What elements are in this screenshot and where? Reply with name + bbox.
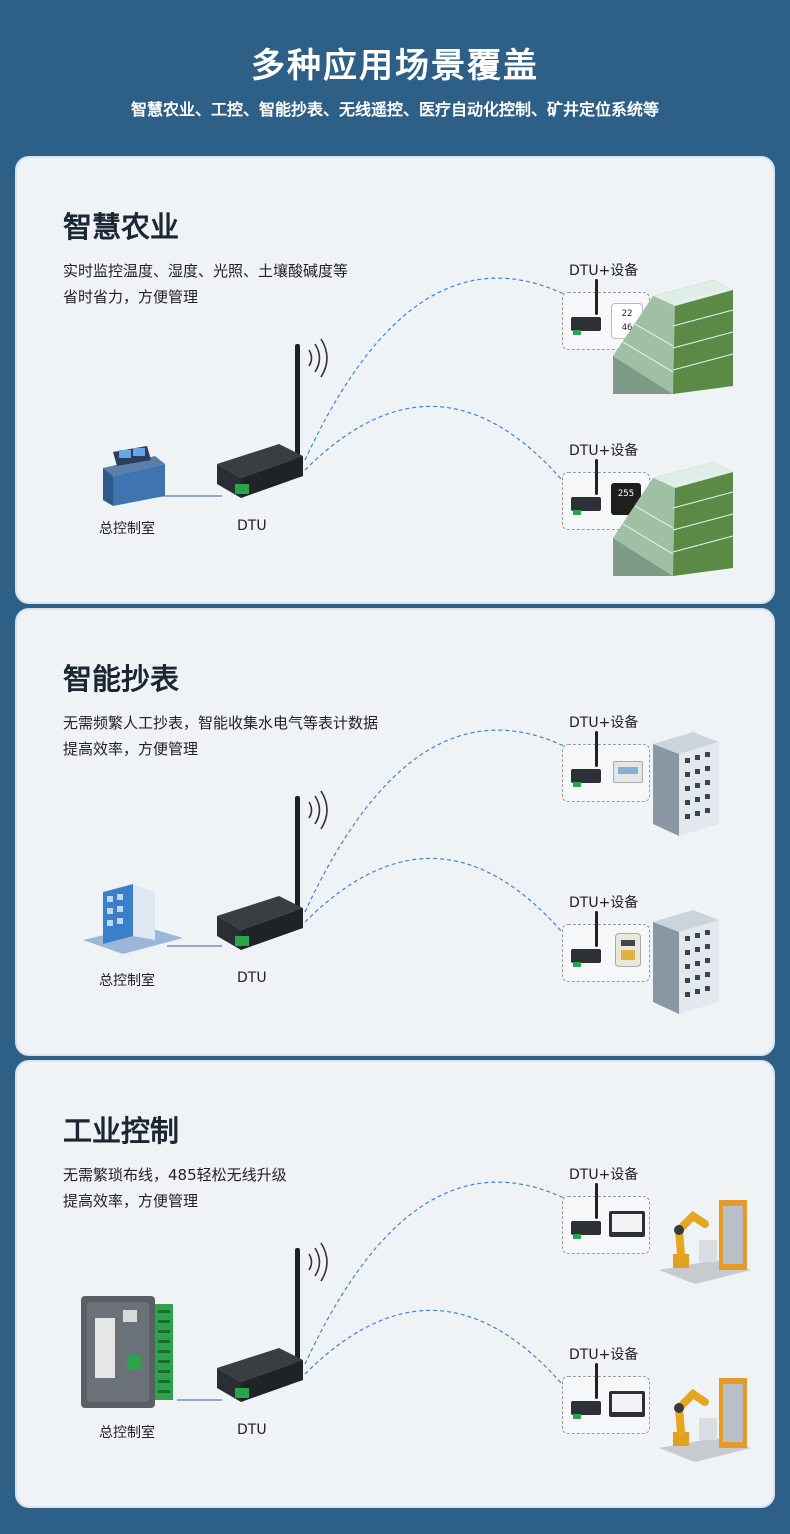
office-building-icon <box>83 878 183 954</box>
greenhouse-image-top <box>613 276 734 394</box>
control-room-label: 总控制室 <box>99 1425 155 1441</box>
wireless-links <box>159 277 573 497</box>
link-curve-top <box>304 1181 573 1365</box>
greenhouse-image-bottom <box>613 458 734 576</box>
hmi-screen-icon <box>609 1211 645 1237</box>
skyscraper-image-top <box>653 728 719 836</box>
industrial-robot-image-bottom <box>659 1372 751 1464</box>
dtu-label: DTU <box>237 1422 267 1438</box>
device-bubble-bottom <box>562 1363 650 1434</box>
desc-line-2: 省时省力，方便管理 <box>63 288 199 306</box>
card-title: 智能抄表 <box>63 662 180 696</box>
card-industrial-control: 工业控制 无需繁琐布线，485轻松无线升级 提高效率，方便管理 <box>15 1060 775 1508</box>
card-description: 无需繁琐布线，485轻松无线升级 提高效率，方便管理 <box>63 1162 287 1214</box>
control-room-label: 总控制室 <box>99 521 155 537</box>
link-curve-bottom <box>304 405 563 481</box>
device-bubble-top <box>562 1183 650 1254</box>
wireless-links <box>177 1181 573 1401</box>
desc-line-2: 提高效率，方便管理 <box>63 740 199 758</box>
skyscraper-image-bottom <box>653 906 719 1014</box>
link-curve-top <box>304 729 573 913</box>
industrial-robot-image-top <box>659 1194 751 1286</box>
dtu-label: DTU <box>237 518 267 534</box>
dtu-device-icon <box>217 796 307 956</box>
hmi-screen-icon <box>609 1391 645 1417</box>
device-label-bottom: DTU+设备 <box>569 895 639 911</box>
desc-line-1: 实时监控温度、湿度、光照、土壤酸碱度等 <box>63 262 349 280</box>
card-description: 实时监控温度、湿度、光照、土壤酸碱度等 省时省力，方便管理 <box>63 258 348 310</box>
device-label-top: DTU+设备 <box>569 263 639 279</box>
desc-line-1: 无需频繁人工抄表，智能收集水电气等表计数据 <box>63 714 379 732</box>
link-curve-top <box>304 277 573 461</box>
dtu-device-icon <box>217 344 307 504</box>
link-curve-bottom <box>304 1309 563 1385</box>
dtu-device-icon <box>217 1248 307 1408</box>
card-smart-agriculture: 智慧农业 实时监控温度、湿度、光照、土壤酸碱度等 省时省力，方便管理 <box>15 156 775 604</box>
device-label-top: DTU+设备 <box>569 1167 639 1183</box>
card-description: 无需频繁人工抄表，智能收集水电气等表计数据 提高效率，方便管理 <box>63 710 378 762</box>
link-curve-bottom <box>304 857 563 933</box>
device-label-bottom: DTU+设备 <box>569 443 639 459</box>
wireless-links <box>167 729 573 947</box>
signal-icon <box>308 338 328 378</box>
page-subtitle: 智慧农业、工控、智能抄表、无线遥控、医疗自动化控制、矿井定位系统等 <box>130 100 659 119</box>
gas-meter-icon <box>615 933 641 967</box>
device-bubble-bottom <box>562 911 650 982</box>
device-label-bottom: DTU+设备 <box>569 1347 639 1363</box>
electric-meter-icon <box>613 761 643 783</box>
page-title: 多种应用场景覆盖 <box>251 46 539 86</box>
card-title: 智慧农业 <box>63 210 180 244</box>
device-label-top: DTU+设备 <box>569 715 639 731</box>
signal-icon <box>308 1242 328 1282</box>
signal-icon <box>308 790 328 830</box>
card-title: 工业控制 <box>63 1114 180 1148</box>
card-smart-meter-reading: 智能抄表 无需频繁人工抄表，智能收集水电气等表计数据 提高效率，方便管理 <box>15 608 775 1056</box>
desc-line-1: 无需繁琐布线，485轻松无线升级 <box>63 1166 287 1184</box>
control-console-icon <box>95 446 169 508</box>
device-bubble-top <box>562 731 650 802</box>
plc-controller-icon <box>81 1296 177 1408</box>
control-room-label: 总控制室 <box>99 973 155 989</box>
dtu-label: DTU <box>237 970 267 986</box>
desc-line-2: 提高效率，方便管理 <box>63 1192 199 1210</box>
